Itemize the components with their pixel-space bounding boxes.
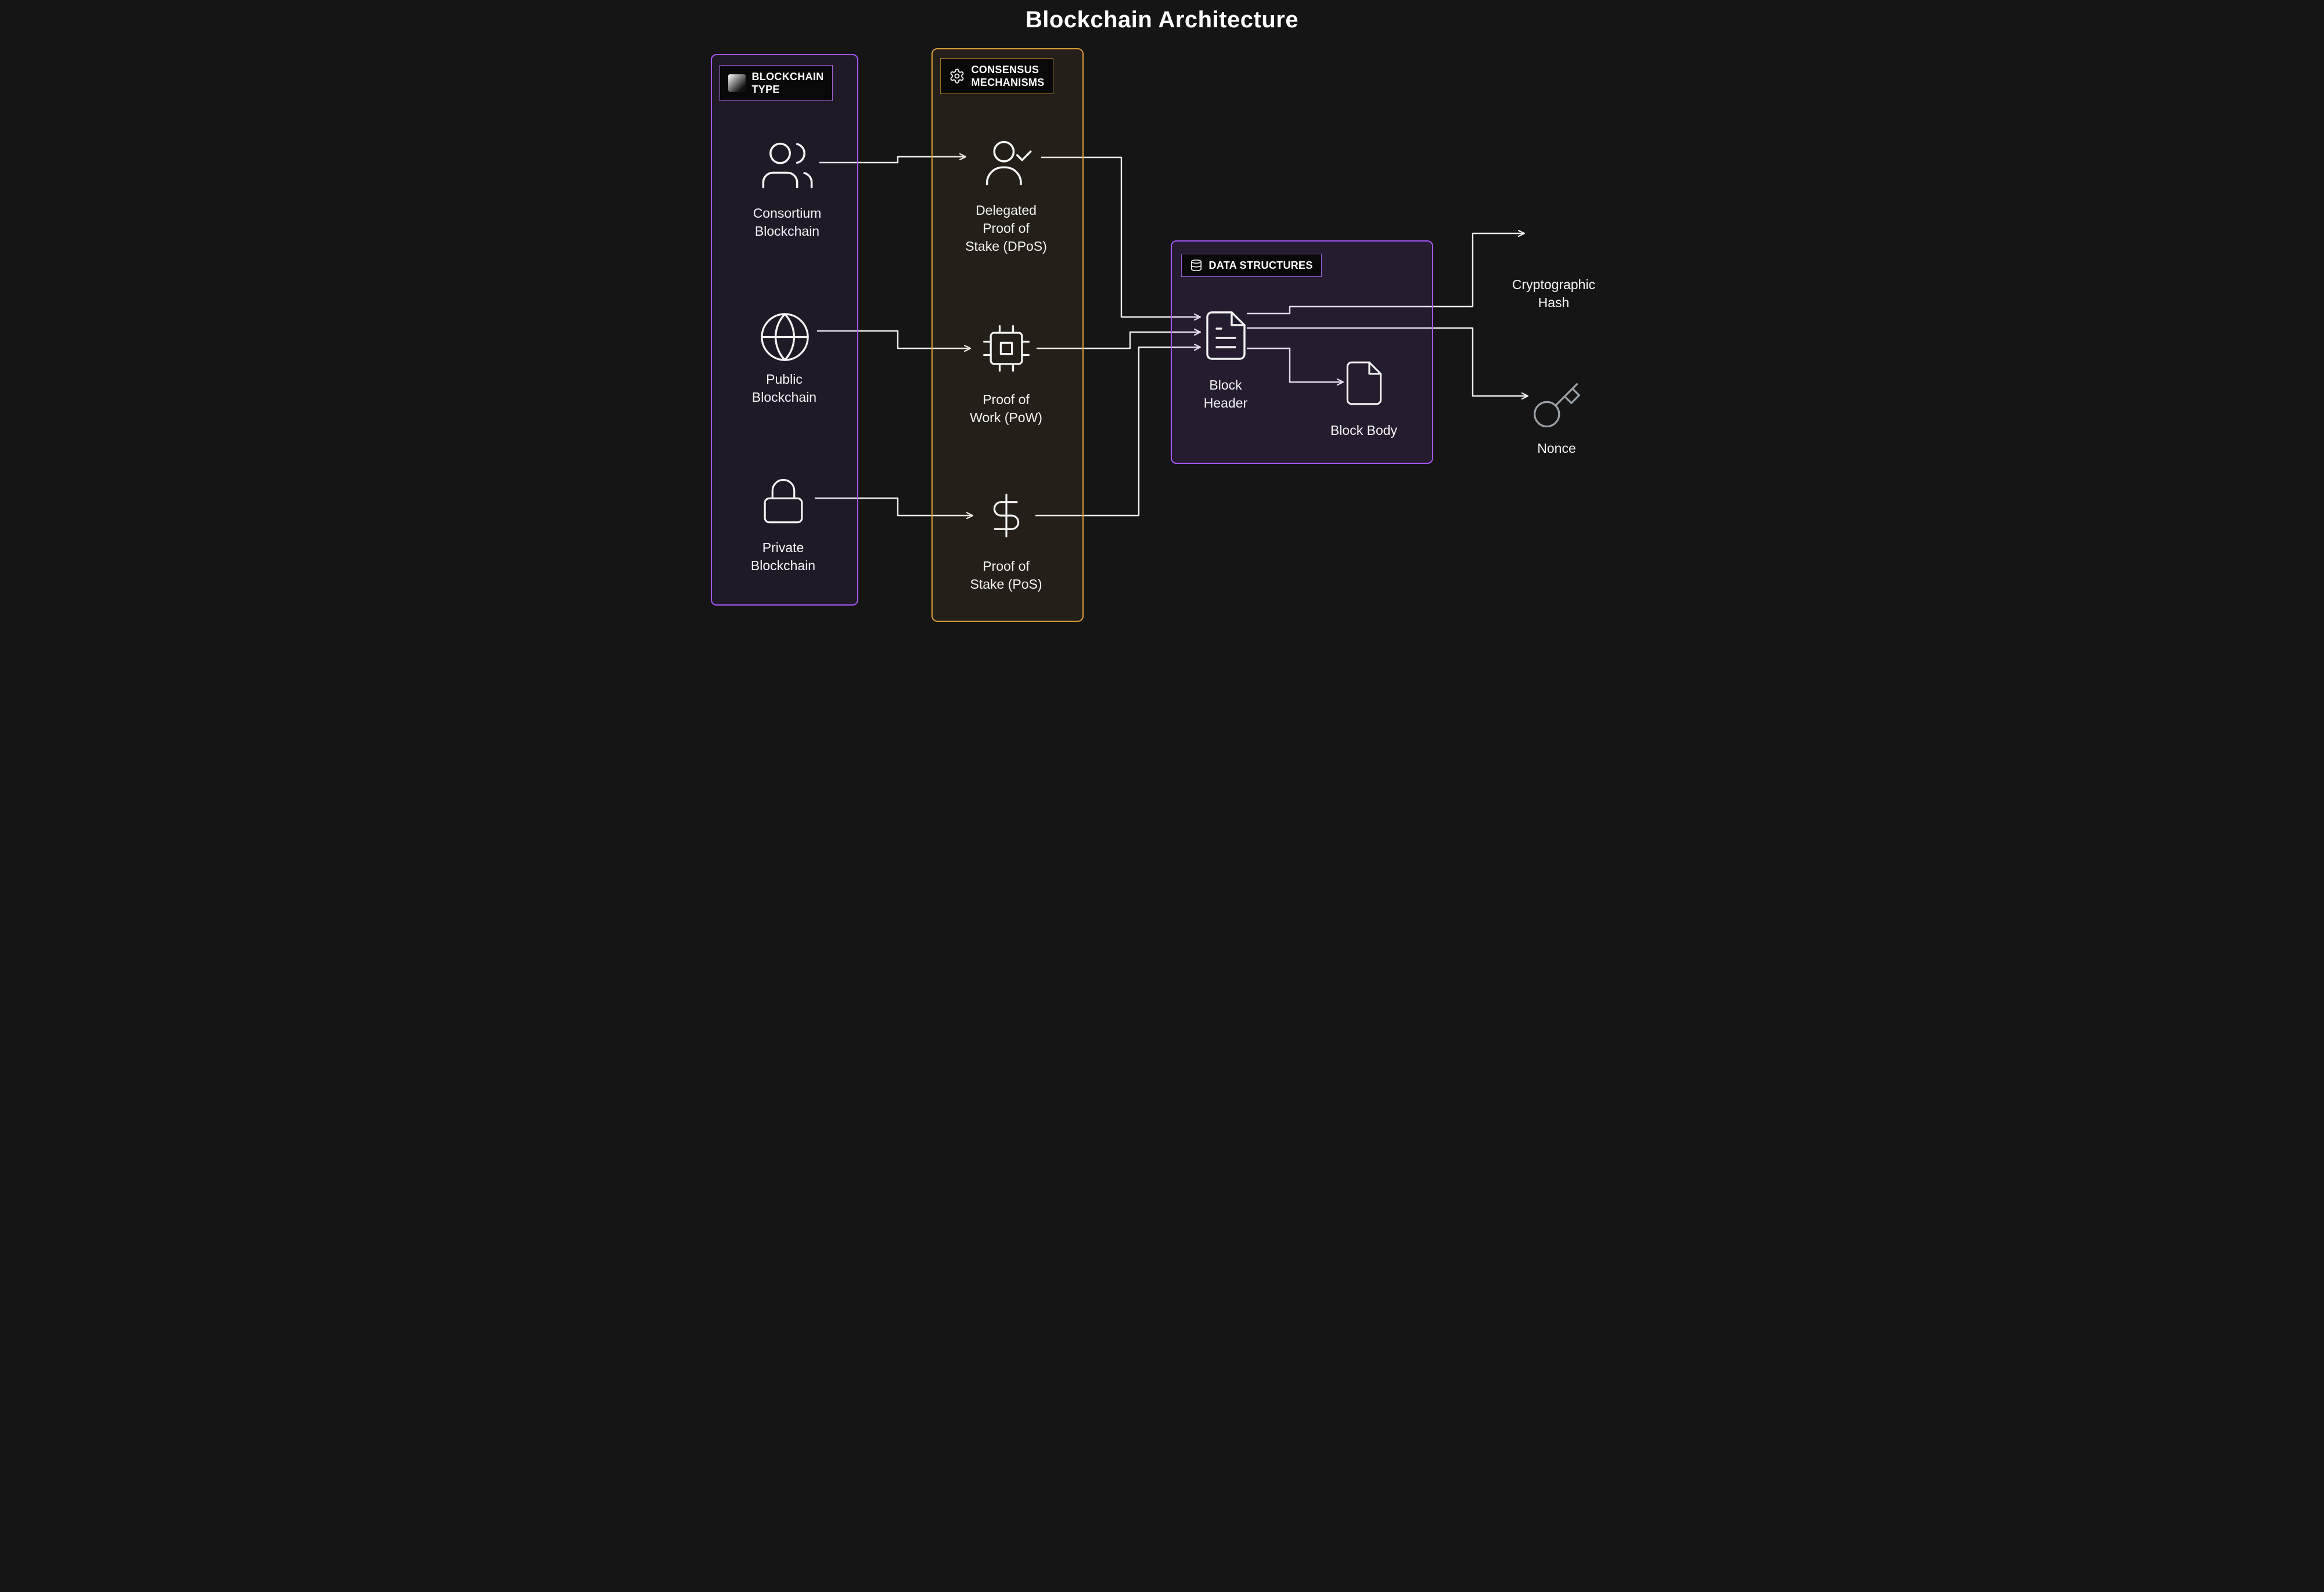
panel-consensus-mechanisms	[931, 48, 1084, 622]
user-check-icon	[985, 141, 1031, 186]
gradient-square-icon	[728, 74, 746, 92]
badge-consensus-mechanisms: CONSENSUS MECHANISMS	[940, 58, 1053, 94]
badge-line: DATA STRUCTURES	[1208, 260, 1313, 271]
globe-icon	[760, 313, 809, 361]
database-icon	[1190, 260, 1201, 271]
badge-consensus-label: CONSENSUS MECHANISMS	[972, 63, 1045, 89]
label-consortium-blockchain: Consortium Blockchain	[753, 206, 822, 239]
file-icon	[1346, 361, 1382, 405]
badge-line: TYPE	[751, 84, 780, 95]
label-pos: Proof of Stake (PoS)	[970, 559, 1042, 592]
label-nonce: Nonce	[1537, 441, 1576, 456]
panel-blockchain-type	[710, 54, 858, 606]
cpu-icon	[983, 325, 1030, 372]
badge-line: MECHANISMS	[971, 77, 1045, 88]
label-block-body: Block Body	[1330, 423, 1398, 438]
key-icon	[1533, 383, 1580, 428]
dollar-icon	[993, 494, 1019, 538]
users-icon	[762, 142, 812, 189]
label-pow: Proof of Work (PoW)	[970, 392, 1042, 425]
panel-data-structures	[1170, 240, 1433, 464]
label-private-blockchain: Private Blockchain	[750, 540, 816, 573]
badge-line: BLOCKCHAIN	[751, 71, 824, 82]
badge-line: CONSENSUS	[971, 64, 1039, 75]
lock-icon	[764, 478, 803, 524]
label-block-header: Block Header	[1203, 377, 1248, 410]
label-dpos: Delegated Proof of Stake (DPoS)	[965, 203, 1047, 254]
badge-blockchain-type-label: BLOCKCHAIN TYPE	[752, 70, 824, 96]
label-public-blockchain: Public Blockchain	[751, 372, 817, 405]
badge-blockchain-type: BLOCKCHAIN TYPE	[719, 65, 833, 101]
file-text-icon	[1206, 311, 1246, 360]
diagram-title: Blockchain Architecture	[1025, 7, 1299, 33]
label-cryptographic-hash: Cryptographic Hash	[1512, 277, 1596, 310]
gear-icon	[950, 69, 963, 84]
badge-data-structures: DATA STRUCTURES	[1181, 254, 1322, 277]
blockchain-architecture-diagram: Blockchain Architecture BLOCKCHAIN TYPE	[697, 0, 1627, 637]
badge-data-structures-label: DATA STRUCTURES	[1209, 259, 1313, 272]
